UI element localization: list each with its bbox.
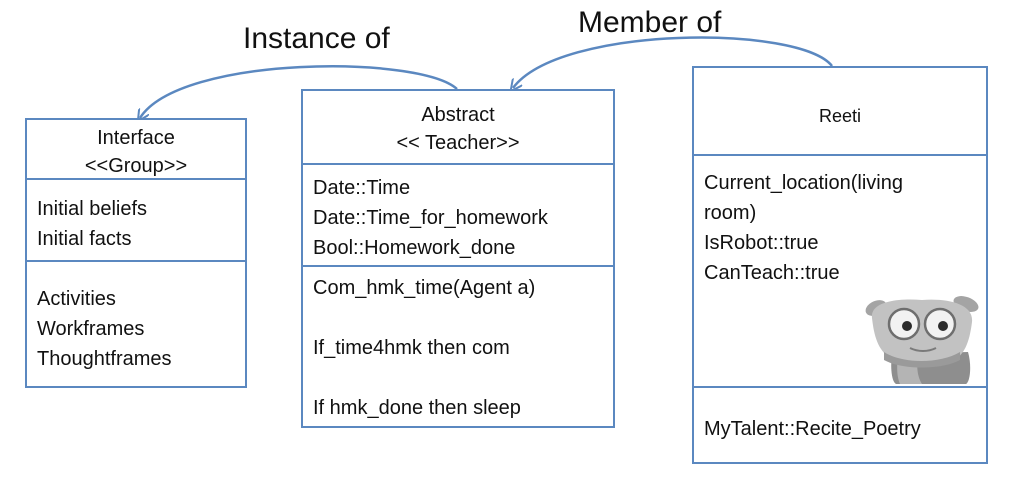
attribute-line: Current_location(living <box>704 172 903 194</box>
attribute-line: Initial beliefs <box>37 198 148 220</box>
interface-title: Interface <box>97 127 175 149</box>
operation-line: Thoughtframes <box>37 348 172 370</box>
operation-line: If hmk_done then sleep <box>313 397 521 419</box>
abstract-class-box: Abstract << Teacher>> Date::Time Date::T… <box>301 89 615 428</box>
reeti-title: Reeti <box>818 106 862 126</box>
abstract-operations: Com_hmk_time(Agent a) If_time4hmk then c… <box>313 273 613 423</box>
abstract-attributes: Date::Time Date::Time_for_homework Bool:… <box>313 173 613 263</box>
interface-stereotype: <<Group>> <box>84 155 188 177</box>
attribute-line: room) <box>704 202 757 224</box>
operation-line: MyTalent::Recite_Poetry <box>704 418 921 440</box>
attribute-line: CanTeach::true <box>704 262 840 284</box>
abstract-header: Abstract << Teacher>> <box>303 101 613 157</box>
interface-attributes: Initial beliefs Initial facts <box>37 194 245 254</box>
abstract-stereotype: << Teacher>> <box>396 132 520 154</box>
attribute-line: Initial facts <box>37 228 132 250</box>
interface-operations: Activities Workframes Thoughtframes <box>37 284 245 374</box>
operation-line <box>313 303 613 333</box>
attribute-line: Bool::Homework_done <box>313 237 516 259</box>
interface-class-box: Interface <<Group>> Initial beliefs Init… <box>25 118 247 388</box>
attribute-line: IsRobot::true <box>704 232 819 254</box>
reeti-header: Reeti <box>694 102 986 130</box>
member-of-arrow <box>513 36 833 88</box>
reeti-operations: MyTalent::Recite_Poetry <box>704 414 986 444</box>
operation-line: Workframes <box>37 318 145 340</box>
attribute-line: Date::Time_for_homework <box>313 207 548 229</box>
reeti-class-box: Reeti Current_location(living room) IsRo… <box>692 66 988 464</box>
operation-line: Com_hmk_time(Agent a) <box>313 277 536 299</box>
reeti-attributes: Current_location(living room) IsRobot::t… <box>704 168 986 288</box>
robot-head-image <box>865 296 979 384</box>
interface-header: Interface <<Group>> <box>27 124 245 180</box>
member-of-label: Member of <box>578 6 722 39</box>
abstract-title: Abstract <box>421 104 495 126</box>
operation-line: Activities <box>37 288 116 310</box>
instance-of-label: Instance of <box>243 22 390 55</box>
operation-line <box>313 363 613 393</box>
operation-line: If_time4hmk then com <box>313 337 510 359</box>
attribute-line: Date::Time <box>313 177 411 199</box>
instance-of-arrow <box>140 65 458 118</box>
